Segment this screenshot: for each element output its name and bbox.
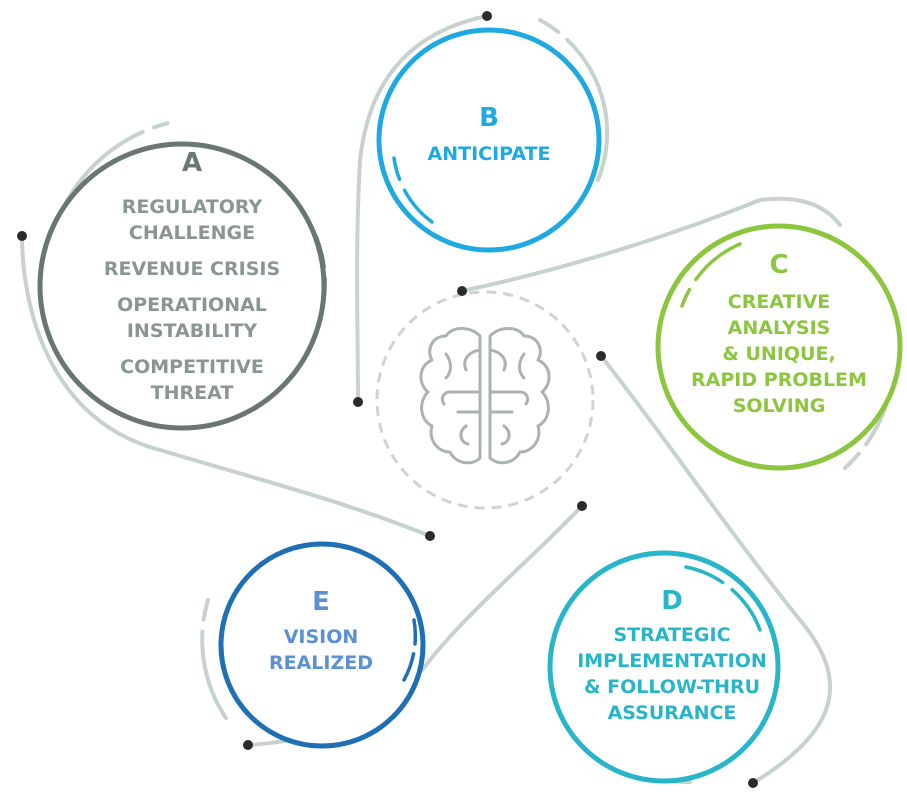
node-b-letter: B — [479, 103, 499, 133]
brain-icon — [419, 327, 551, 465]
node-d-line: STRATEGIC — [613, 624, 730, 646]
node-a-line: REGULATORY — [122, 196, 263, 218]
node-a-line: THREAT — [151, 382, 234, 404]
connector-b — [355, 14, 489, 404]
node-a-text: REGULATORY CHALLENGE REVENUE CRISIS OPERATI… — [104, 196, 280, 404]
node-a-line: REVENUE CRISIS — [104, 258, 280, 280]
connector-dots — [17, 11, 758, 788]
node-d-inner-arc — [684, 565, 762, 632]
connector-c — [460, 196, 842, 293]
node-a-line: INSTABILITY — [127, 320, 258, 342]
arc-b-outer — [538, 18, 610, 182]
node-c-letter: C — [769, 250, 788, 280]
connector-d — [599, 354, 833, 785]
node-d-line: ASSURANCE — [608, 702, 737, 724]
node-a-inner-arc — [314, 234, 327, 332]
node-c-line: & UNIQUE, — [722, 343, 835, 365]
node-d-letter: D — [661, 586, 683, 616]
arc-e-outer — [200, 598, 228, 720]
node-a: A REGULATORY CHALLENGE REVENUE CRISIS OPERA… — [37, 141, 327, 431]
node-d-line: & FOLLOW-THRU — [584, 676, 760, 698]
node-e-text: VISION REALIZED — [269, 626, 373, 674]
node-c-line: SOLVING — [733, 395, 826, 417]
node-c-ring — [655, 223, 903, 471]
node-c-line: ANALYSIS — [728, 317, 831, 339]
node-e-ring — [218, 541, 426, 749]
dot-a-start — [17, 231, 27, 241]
node-c-text: CREATIVE ANALYSIS & UNIQUE, RAPID PROBLEM SO… — [691, 291, 867, 417]
node-d-text: STRATEGIC IMPLEMENTATION & FOLLOW-THRU ASSU… — [577, 624, 767, 724]
dot-b-start — [482, 11, 492, 21]
dot-d-start — [596, 351, 606, 361]
node-d-line: IMPLEMENTATION — [577, 650, 767, 672]
dot-e-start — [577, 501, 587, 511]
node-b-text: ANTICIPATE — [428, 143, 551, 165]
node-a-letter: A — [182, 148, 202, 178]
node-e: E VISION REALIZED — [218, 541, 426, 749]
node-a-line: CHALLENGE — [129, 222, 255, 244]
node-c-inner-arc — [680, 242, 742, 308]
node-b-inner-arc — [392, 156, 434, 224]
node-c: C CREATIVE ANALYSIS & UNIQUE, RAPID PROBLEM… — [655, 223, 903, 471]
node-e-line: REALIZED — [269, 652, 373, 674]
connector-a — [20, 234, 432, 538]
dot-e-end — [243, 740, 253, 750]
node-b-ring — [376, 27, 602, 253]
node-e-line: VISION — [284, 626, 359, 648]
dot-c-end — [457, 286, 467, 296]
node-a-line: OPERATIONAL — [117, 294, 267, 316]
node-a-line: COMPETITIVE — [120, 356, 264, 378]
node-d-ring — [547, 550, 781, 784]
node-d: D STRATEGIC IMPLEMENTATION & FOLLOW-THRU AS… — [547, 550, 781, 784]
node-e-inner-arc — [402, 618, 418, 682]
dot-d-end — [748, 778, 758, 788]
connectors — [20, 14, 842, 785]
dot-a-end — [425, 531, 435, 541]
dot-b-end — [353, 397, 363, 407]
node-c-line: RAPID PROBLEM — [691, 369, 867, 391]
center-dashed-ring — [375, 290, 595, 510]
node-b: B ANTICIPATE — [376, 27, 602, 253]
node-e-letter: E — [312, 587, 330, 617]
node-c-line: CREATIVE — [728, 291, 831, 313]
node-b-line: ANTICIPATE — [428, 143, 551, 165]
center-node — [375, 290, 595, 510]
